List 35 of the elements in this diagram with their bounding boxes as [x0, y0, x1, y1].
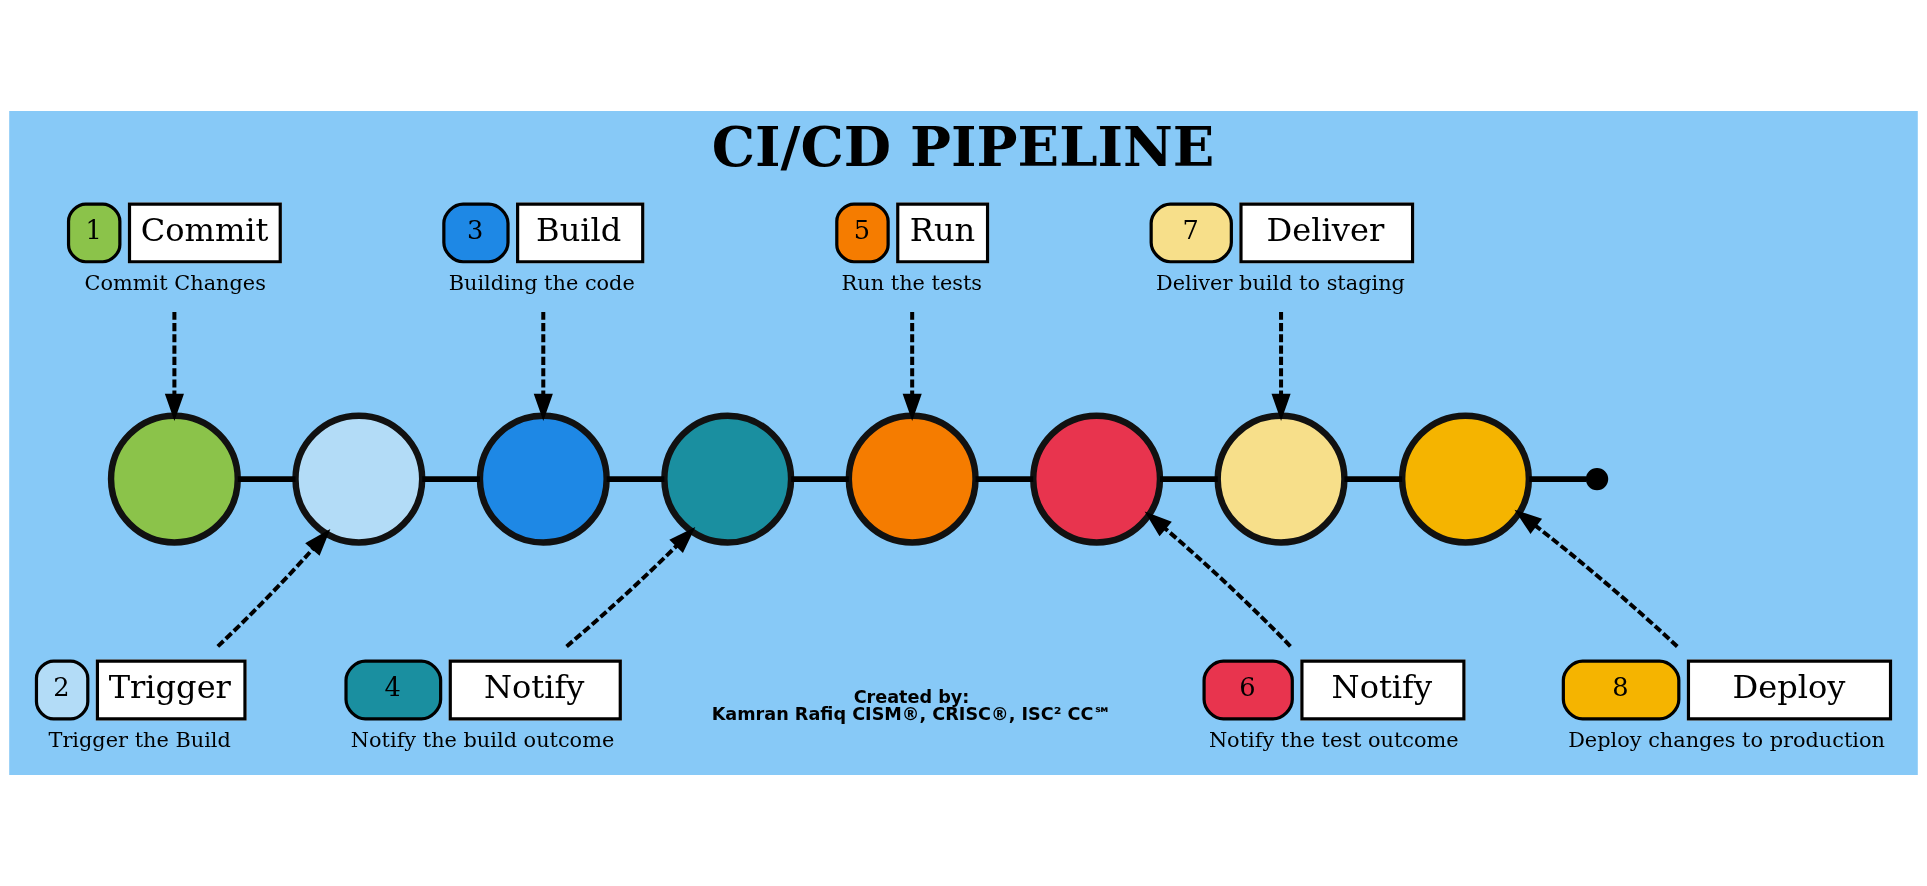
connector	[606, 476, 665, 482]
node-circle	[661, 412, 795, 546]
connector	[1344, 476, 1403, 482]
connector	[1529, 476, 1587, 482]
arrow	[1514, 509, 1679, 648]
arrow	[164, 311, 184, 422]
connector	[422, 476, 480, 482]
node-label: Run the tests	[841, 270, 983, 295]
node-label: Notify the build outcome	[350, 727, 615, 752]
node-label: Notify the test outcome	[1208, 727, 1459, 752]
arrow	[533, 311, 553, 422]
node-circle	[845, 412, 979, 546]
node-circle	[476, 412, 610, 546]
connector	[791, 476, 849, 482]
arrow	[902, 311, 922, 422]
connector	[975, 476, 1034, 482]
node-circle	[1214, 412, 1348, 546]
arrow	[1271, 311, 1291, 422]
node-circle	[292, 412, 426, 546]
label: Created by:	[853, 686, 970, 707]
node-dot	[1585, 467, 1609, 491]
node-label: Deliver build to staging	[1155, 270, 1405, 295]
node-circle	[1030, 412, 1164, 546]
node-label: Building the code	[448, 270, 635, 295]
node-label: Trigger the Build	[48, 727, 231, 752]
node-circle	[1398, 412, 1533, 546]
connector	[1160, 476, 1218, 482]
arrow	[1144, 511, 1292, 648]
arrow	[216, 528, 331, 648]
node-label: Commit Changes	[84, 270, 266, 295]
node-label: Deploy changes to production	[1568, 727, 1885, 752]
node-circle	[107, 412, 241, 546]
arrow	[565, 526, 696, 648]
connector	[237, 476, 296, 482]
diagram-title: CI/CD PIPELINE	[711, 114, 1215, 179]
